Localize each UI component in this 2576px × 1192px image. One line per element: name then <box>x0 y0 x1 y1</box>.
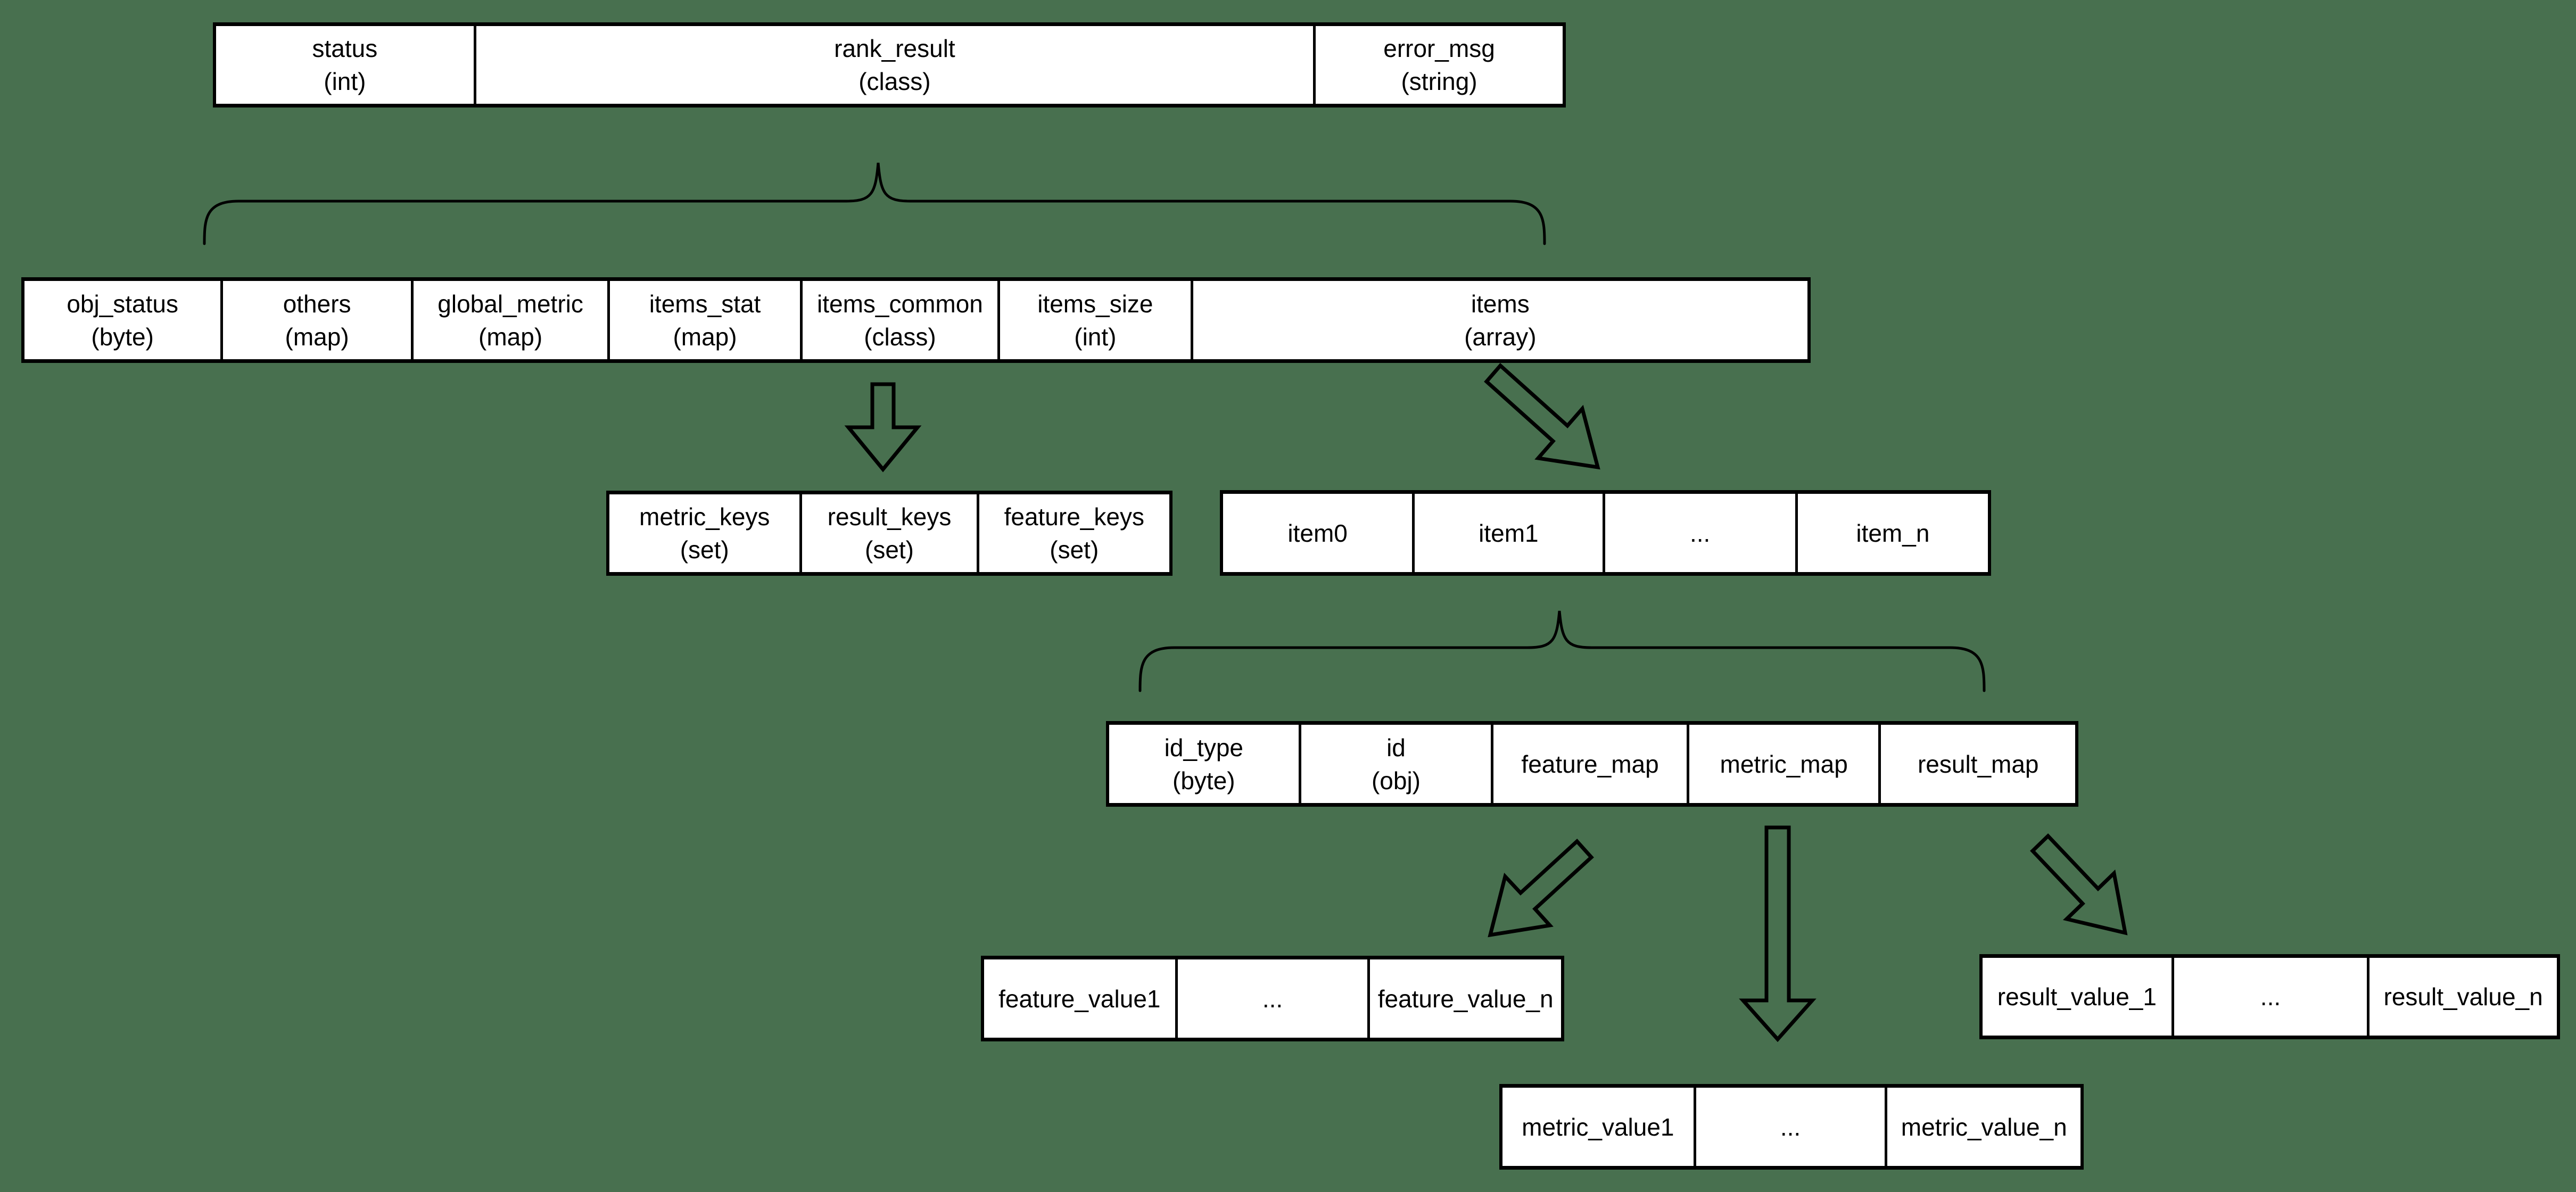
cell-label: ... <box>1780 1113 1801 1141</box>
cell-type: (class) <box>864 322 936 351</box>
box-rank-result-fields: obj_status (byte) others (map) global_me… <box>21 277 1811 363</box>
cell-label: ... <box>1690 519 1711 547</box>
box-result-map-values: result_value_1 ... result_value_n <box>1979 954 2560 1039</box>
cell-type: (set) <box>1050 536 1099 564</box>
arrow-feature-map-to-values <box>1488 839 1594 938</box>
cell-item1: item1 <box>1412 494 1602 572</box>
box-rank-result: status (int) rank_result (class) error_m… <box>213 22 1566 107</box>
arrow-result-map-to-values <box>2030 833 2128 936</box>
box-items-array: item0 item1 ... item_n <box>1220 490 1991 576</box>
cell-result-ellipsis: ... <box>2171 958 2367 1036</box>
cell-obj-status: obj_status (byte) <box>24 281 220 359</box>
cell-label: ... <box>2260 983 2281 1011</box>
cell-feature-map: feature_map <box>1491 725 1687 803</box>
cell-metric-value1: metric_value1 <box>1502 1088 1694 1166</box>
cell-id-type: id_type (byte) <box>1109 725 1299 803</box>
cell-type: (map) <box>673 322 737 351</box>
cell-type: (array) <box>1464 322 1537 351</box>
cell-rank-result: rank_result (class) <box>473 26 1313 104</box>
cell-label: error_msg <box>1383 35 1495 62</box>
cell-feature-value-n: feature_value_n <box>1367 959 1561 1038</box>
cell-label: status <box>312 35 378 62</box>
cell-label: metric_keys <box>639 503 770 531</box>
cell-item-n: item_n <box>1795 494 1988 572</box>
cell-label: item0 <box>1287 519 1348 547</box>
cell-label: items_stat <box>649 289 761 318</box>
arrow-metric-map-to-values <box>1739 825 1817 1042</box>
arrow-items-common-to-keys <box>844 382 922 473</box>
cell-label: global_metric <box>437 289 583 318</box>
cell-type: (string) <box>1401 68 1477 95</box>
cell-type: (map) <box>285 322 349 351</box>
box-metric-map-values: metric_value1 ... metric_value_n <box>1499 1084 2084 1170</box>
cell-type: (set) <box>865 536 914 564</box>
cell-others: others (map) <box>220 281 411 359</box>
cell-result-value-n: result_value_n <box>2367 958 2557 1036</box>
cell-status: status (int) <box>216 26 474 104</box>
cell-type: (class) <box>858 68 931 95</box>
cell-metric-ellipsis: ... <box>1693 1088 1885 1166</box>
cell-label: id_type <box>1164 733 1243 761</box>
cell-items: items (array) <box>1190 281 1807 359</box>
brace-item-to-item-fields <box>1138 610 1986 692</box>
box-feature-map-values: feature_value1 ... feature_value_n <box>981 956 1564 1041</box>
cell-label: metric_map <box>1720 750 1848 778</box>
cell-label: result_keys <box>827 503 952 531</box>
cell-label: items <box>1471 289 1530 318</box>
cell-item0: item0 <box>1223 494 1412 572</box>
cell-label: metric_value1 <box>1522 1113 1674 1141</box>
cell-metric-map: metric_map <box>1686 725 1879 803</box>
cell-type: (byte) <box>1173 766 1235 794</box>
cell-label: result_value_1 <box>1997 983 2157 1011</box>
cell-label: rank_result <box>834 35 955 62</box>
cell-items-size: items_size (int) <box>997 281 1190 359</box>
cell-label: id <box>1386 733 1406 761</box>
box-items-common-keys: metric_keys (set) result_keys (set) feat… <box>606 491 1173 576</box>
cell-label: feature_keys <box>1004 503 1144 531</box>
cell-type: (int) <box>324 68 366 95</box>
cell-metric-keys: metric_keys (set) <box>609 494 799 572</box>
cell-feature-ellipsis: ... <box>1175 959 1368 1038</box>
cell-label: feature_value1 <box>998 984 1161 1013</box>
cell-label: metric_value_n <box>1901 1113 2067 1141</box>
cell-result-map: result_map <box>1878 725 2075 803</box>
cell-items-stat: items_stat (map) <box>607 281 799 359</box>
cell-items-common: items_common (class) <box>799 281 997 359</box>
cell-id: id (obj) <box>1298 725 1491 803</box>
cell-label: others <box>283 289 351 318</box>
cell-label: result_map <box>1917 750 2039 778</box>
cell-metric-value-n: metric_value_n <box>1885 1088 2080 1166</box>
cell-label: items_common <box>817 289 983 318</box>
cell-label: item_n <box>1856 519 1930 547</box>
cell-feature-value1: feature_value1 <box>984 959 1175 1038</box>
cell-type: (byte) <box>91 322 154 351</box>
cell-items-ellipsis: ... <box>1602 494 1795 572</box>
box-item-fields: id_type (byte) id (obj) feature_map metr… <box>1106 721 2078 807</box>
cell-label: feature_value_n <box>1377 984 1554 1013</box>
cell-type: (int) <box>1074 322 1117 351</box>
cell-label: obj_status <box>67 289 179 318</box>
cell-global-metric: global_metric (map) <box>410 281 607 359</box>
cell-feature-keys: feature_keys (set) <box>976 494 1169 572</box>
cell-type: (obj) <box>1371 766 1421 794</box>
cell-type: (set) <box>680 536 729 564</box>
cell-label: feature_map <box>1521 750 1659 778</box>
brace-rank-result-to-fields <box>203 162 1546 245</box>
cell-label: result_value_n <box>2383 983 2543 1011</box>
arrow-items-to-item-array <box>1484 363 1600 470</box>
cell-label: item1 <box>1479 519 1539 547</box>
cell-type: (map) <box>478 322 543 351</box>
cell-error-msg: error_msg (string) <box>1313 26 1563 104</box>
cell-result-keys: result_keys (set) <box>799 494 976 572</box>
cell-result-value-1: result_value_1 <box>1983 958 2172 1036</box>
cell-label: ... <box>1262 984 1283 1013</box>
cell-label: items_size <box>1037 289 1153 318</box>
